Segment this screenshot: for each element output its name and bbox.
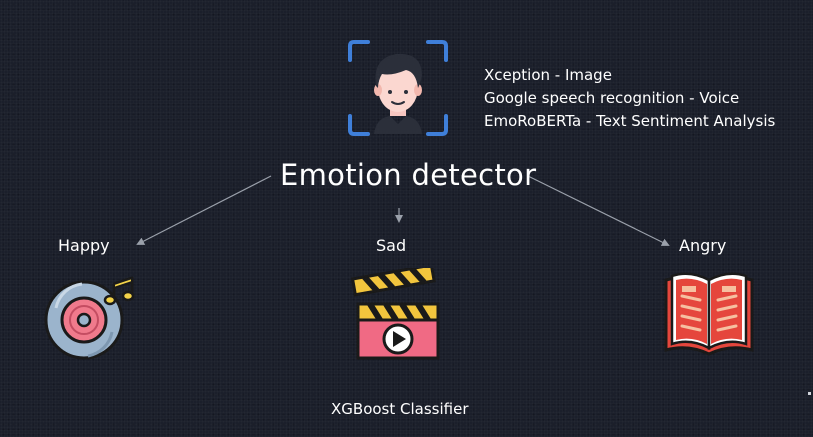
arrow-to-happy [136, 175, 272, 245]
face-detection-icon [348, 40, 448, 136]
emotion-label-sad: Sad [376, 236, 407, 255]
model-list: Xception - Image Google speech recogniti… [484, 64, 775, 133]
arrow-to-angry [527, 175, 670, 246]
model-item-voice: Google speech recognition - Voice [484, 89, 740, 107]
classifier-label: XGBoost Classifier [331, 400, 469, 418]
model-item-image: Xception - Image [484, 66, 612, 84]
emotion-label-angry: Angry [679, 236, 727, 255]
vinyl-record-music-icon [44, 276, 135, 360]
open-book-icon [664, 272, 754, 356]
diagram-title: Emotion detector [280, 158, 537, 192]
emotion-label-happy: Happy [58, 236, 110, 255]
edge-mark [808, 392, 811, 395]
model-item-text: EmoRoBERTa - Text Sentiment Analysis [484, 112, 776, 130]
movie-clapperboard-icon [350, 268, 440, 360]
